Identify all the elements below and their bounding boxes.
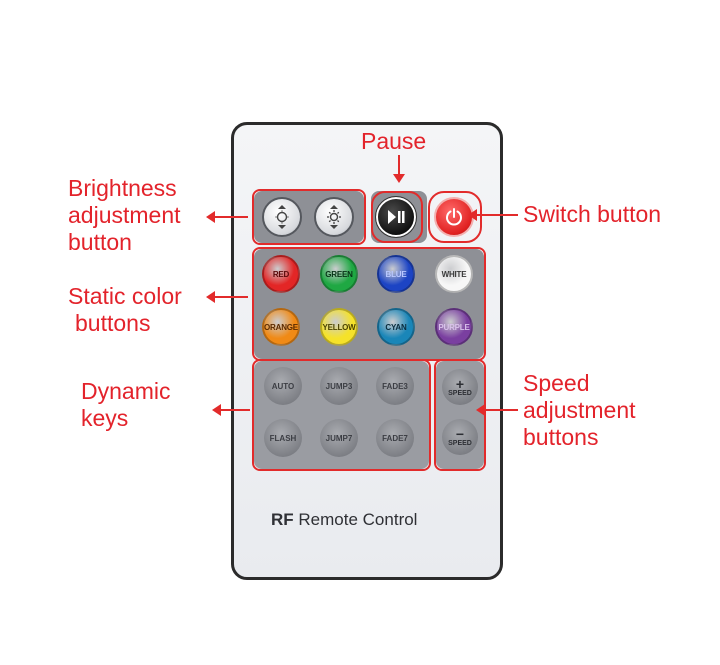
power-icon [446,208,462,226]
key-label: AUTO [271,381,295,391]
brightness-label-line: Brightness [68,175,177,201]
dynamic-label-line: Dynamic [81,378,171,404]
speed-up-button[interactable]: + SPEED [442,369,478,405]
dynamic-label-line: keys [81,405,129,431]
brightness-down-icon [275,205,289,229]
brightness-arrow [206,211,248,223]
color-label: WHITE [441,269,467,279]
color-button-purple[interactable]: PURPLE [435,308,473,346]
color-label: BLUE [385,269,407,279]
static-color-label-line: Static color [68,283,182,309]
dynamic-key-fade7[interactable]: FADE7 [376,419,414,457]
color-label: PURPLE [438,322,470,332]
dynamic-key-flash[interactable]: FLASH [264,419,302,457]
brand-text: RF Remote Control [271,510,417,530]
key-label: JUMP3 [325,381,353,391]
color-label: YELLOW [322,322,356,332]
color-label: ORANGE [264,322,298,332]
dynamic-highlight [252,359,431,471]
brightness-label-line: adjustment [68,202,181,228]
static-color-label-line: buttons [75,310,151,336]
color-label: GREEN [325,269,353,279]
pause-arrow [393,155,405,183]
dynamic-key-jump7[interactable]: JUMP7 [320,419,358,457]
minus-icon: − [455,425,465,442]
dynamic-arrow [212,404,250,416]
speed-label: SPEED [448,389,472,397]
switch-label: Switch button [523,201,662,227]
static-color-label: Static color buttons [68,283,182,337]
speed-label-line: adjustment [523,397,636,423]
speed-down-button[interactable]: − SPEED [442,419,478,455]
power-highlight [428,191,482,243]
key-label: FADE7 [382,433,408,443]
pause-highlight [371,191,423,243]
dynamic-key-jump3[interactable]: JUMP3 [320,367,358,405]
brand-prefix: RF [271,510,294,529]
brightness-highlight [252,189,366,245]
brightness-label-line: button [68,229,132,255]
brightness-up-button[interactable] [314,197,354,237]
rf-remote-control: RED GREEN BLUE WHITE ORANGE YELLOW CYAN … [231,122,503,580]
color-button-yellow[interactable]: YELLOW [320,308,358,346]
play-pause-icon [388,210,405,224]
speed-arrow [476,404,518,416]
color-button-green[interactable]: GREEN [320,255,358,293]
speed-label: Speed adjustment buttons [523,370,636,451]
brightness-label: Brightness adjustment button [68,175,181,256]
brightness-up-icon [327,205,341,229]
color-label: RED [272,269,290,279]
dynamic-label: Dynamic keys [81,378,170,432]
speed-label-line: buttons [523,424,599,450]
key-label: JUMP7 [325,433,353,443]
pause-label: Pause [361,128,427,154]
key-label: FLASH [269,433,297,443]
speed-highlight [434,359,486,471]
dynamic-key-fade3[interactable]: FADE3 [376,367,414,405]
color-label: CYAN [385,322,407,332]
color-highlight [252,247,486,361]
color-button-orange[interactable]: ORANGE [262,308,300,346]
color-button-blue[interactable]: BLUE [377,255,415,293]
color-button-white[interactable]: WHITE [435,255,473,293]
key-label: FADE3 [382,381,408,391]
dynamic-key-auto[interactable]: AUTO [264,367,302,405]
plus-icon: + [455,375,465,392]
brand-rest: Remote Control [298,510,418,529]
speed-label-line: Speed [523,370,590,396]
brightness-down-button[interactable] [262,197,302,237]
static-color-arrow [206,291,248,303]
speed-label: SPEED [448,439,472,447]
color-button-cyan[interactable]: CYAN [377,308,415,346]
color-button-red[interactable]: RED [262,255,300,293]
switch-arrow [468,209,518,221]
